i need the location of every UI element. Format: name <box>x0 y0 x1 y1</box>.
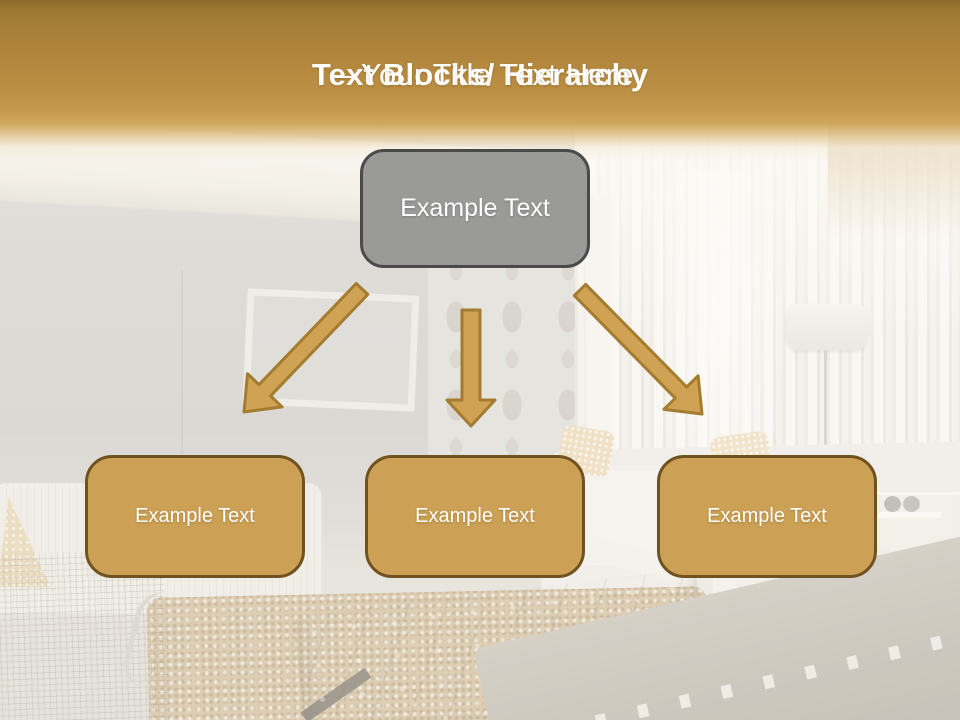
hierarchy-child-box-2[interactable]: Example Text <box>365 455 585 578</box>
slide-title-regular: – Your Title Text Here <box>335 57 634 92</box>
wall-panel-seam <box>181 270 183 560</box>
hierarchy-child-label-2: Example Text <box>415 505 535 527</box>
floor-lamp-shade <box>786 304 868 350</box>
hierarchy-root-box[interactable]: Example Text <box>360 149 590 268</box>
bowl <box>884 496 901 512</box>
bowl <box>903 496 920 512</box>
title-band <box>0 0 960 162</box>
hierarchy-child-label-3: Example Text <box>707 505 827 527</box>
slide-title[interactable]: Text Blocks/ Hierarchy – Your Title Text… <box>0 44 960 106</box>
slide-title-bold: Text Blocks/ Hierarchy <box>311 57 649 92</box>
hierarchy-child-box-1[interactable]: Example Text <box>85 455 305 578</box>
floor-lamp-pole <box>824 350 827 462</box>
table-tray <box>878 512 942 518</box>
hierarchy-child-label-1: Example Text <box>135 505 255 527</box>
hierarchy-child-box-3[interactable]: Example Text <box>657 455 877 578</box>
hierarchy-root-label: Example Text <box>400 194 550 222</box>
